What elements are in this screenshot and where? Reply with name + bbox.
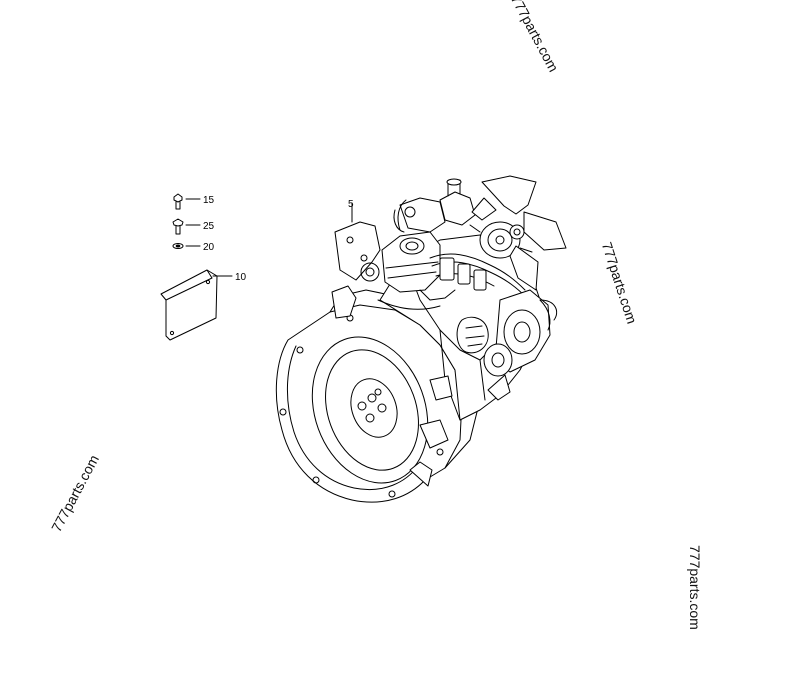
cooling-fan — [471, 175, 567, 291]
watermark-bottom-right: 777parts.com — [687, 545, 703, 630]
cover-plate-part-10 — [160, 269, 233, 341]
callout-10: 10 — [235, 272, 247, 283]
screw-part-25 — [172, 218, 201, 235]
callout-20: 20 — [203, 242, 215, 253]
engine-assembly — [275, 175, 567, 503]
callout-15: 15 — [203, 195, 215, 206]
callout-5: 5 — [348, 199, 354, 210]
washer-part-20 — [172, 243, 201, 249]
callout-25: 25 — [203, 221, 215, 232]
bolt-part-15 — [173, 193, 201, 210]
